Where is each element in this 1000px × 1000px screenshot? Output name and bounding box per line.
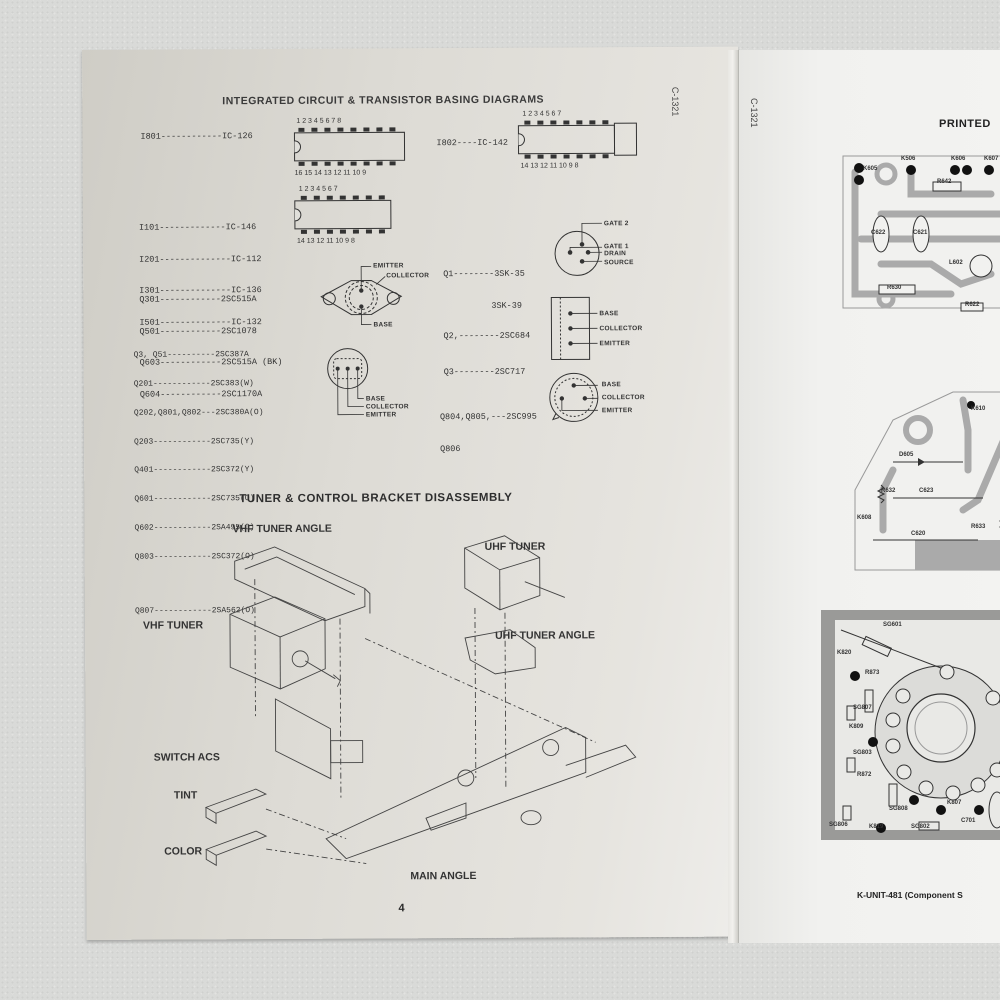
flat-transistor-diagram xyxy=(550,296,598,361)
to18-pin-base: BASE xyxy=(601,381,622,389)
to92-pin-base: BASE xyxy=(365,395,386,403)
page-fold xyxy=(728,50,740,943)
flat-pin-collector: COLLECTOR xyxy=(599,325,643,333)
to3-pin-base: BASE xyxy=(373,321,393,329)
pcb-label-sg808: SG808 xyxy=(889,806,908,812)
pcb-label-c701: C701 xyxy=(961,818,976,824)
pcb-top-diagram xyxy=(842,155,1000,312)
to18-pin-emitter: EMITTER xyxy=(601,407,633,415)
fet-pin-source: SOURCE xyxy=(604,259,634,267)
fet-mapping-q1: Q1--------3SK-35 xyxy=(443,268,525,280)
flat-pin-base: BASE xyxy=(599,310,619,318)
label-switch-acs: SWITCH ACS xyxy=(153,751,220,764)
pcb-label-c622: C622 xyxy=(871,230,886,236)
pcb-socket-diagram xyxy=(821,610,1000,840)
pcb-label-k820: K820 xyxy=(837,650,852,656)
page-number: 4 xyxy=(398,902,405,915)
pcb-label-k819: K819 xyxy=(869,824,884,830)
to92-pin-collector: COLLECTOR xyxy=(365,403,409,411)
svg-text:1 2 3 4 5 6 7: 1 2 3 4 5 6 7 xyxy=(522,110,561,117)
mapping-q401: Q401------------2SC372(Y) xyxy=(134,465,255,476)
pcb-label-sg806: SG806 xyxy=(829,822,848,828)
fet-pin-drain: DRAIN xyxy=(604,250,627,258)
pcb-label-k605: K605 xyxy=(863,166,878,172)
pcb-label-c623: C623 xyxy=(919,488,934,494)
mapping-q301: Q301------------2SC515A xyxy=(139,294,257,305)
pcb-label-r632: R632 xyxy=(881,488,896,494)
pcb-label-c621: C621 xyxy=(913,230,928,236)
pcb-label-k807: K807 xyxy=(947,800,962,806)
manual-page-left: INTEGRATED CIRCUIT & TRANSISTOR BASING D… xyxy=(82,46,743,940)
label-uhf-tuner-angle: UHF TUNER ANGLE xyxy=(495,629,596,642)
mapping-q202: Q202,Q801,Q802---2SC380A(O) xyxy=(133,407,264,418)
mapping-q2: Q2,--------2SC684 xyxy=(443,330,531,342)
label-uhf-tuner: UHF TUNER xyxy=(484,540,546,553)
svg-text:14 13 12 11 10 9 8: 14 13 12 11 10 9 8 xyxy=(521,162,579,169)
to18-transistor-diagram xyxy=(549,372,599,422)
pcb-label-k608: K608 xyxy=(857,515,872,521)
ic-14pin-diagram: 1 2 3 4 5 6 7 14 13 12 11 10 9 8 xyxy=(294,186,392,245)
pcb-label-k610: K610 xyxy=(971,406,986,412)
pcb-label-r630: R630 xyxy=(887,285,902,291)
pcb-label-k607: K607 xyxy=(984,156,999,162)
pcb-label-c620: C620 xyxy=(911,531,926,537)
pcb-label-r633: R633 xyxy=(971,524,986,530)
label-vhf-tuner-angle: VHF TUNER ANGLE xyxy=(232,522,332,536)
to3-transistor-diagram xyxy=(320,266,403,325)
pcb-label-k506: K506 xyxy=(901,156,916,162)
pcb-mid-diagram xyxy=(854,391,1000,571)
to92-transistor-diagram xyxy=(327,348,369,416)
disassembly-title: TUNER & CONTROL BRACKET DISASSEMBLY xyxy=(239,491,513,506)
pcb-label-sg802: SG802 xyxy=(911,824,930,830)
pcb-label-k809: K809 xyxy=(849,724,864,730)
ic-14pin-tab-diagram: 1 2 3 4 5 6 7 14 13 12 11 10 9 8 xyxy=(517,110,638,170)
label-main-angle: MAIN ANGLE xyxy=(410,869,477,883)
ic-mapping-i101: I101-------------IC-146 xyxy=(138,222,257,233)
label-tint: TINT xyxy=(173,789,198,802)
pcb-label-r642: R642 xyxy=(937,179,952,185)
pcb-label-l602: L602 xyxy=(949,260,963,266)
printed-board-title: PRINTED xyxy=(939,118,991,130)
mapping-q806: Q806 xyxy=(440,443,461,454)
label-color: COLOR xyxy=(164,845,203,858)
mapping-q201: Q201------------2SC383(W) xyxy=(133,379,254,389)
fet-pin-gate2: GATE 2 xyxy=(603,220,629,228)
flat-transistor-mappings: Q2,--------2SC684 Q3--------2SC717 xyxy=(443,310,530,398)
pcb-label-r872: R872 xyxy=(857,772,872,778)
can-transistor-mappings: Q804,Q805,---2SC995 Q806 xyxy=(440,391,537,476)
to3-pin-emitter: EMITTER xyxy=(373,262,404,270)
svg-text:1 2 3 4 5 6 7 8: 1 2 3 4 5 6 7 8 xyxy=(296,118,341,125)
exploded-assembly-drawing xyxy=(204,535,637,867)
svg-text:1 2 3 4 5 6 7: 1 2 3 4 5 6 7 xyxy=(299,186,338,193)
mapping-q3: Q3--------2SC717 xyxy=(443,366,526,377)
pcb-label-r622: R622 xyxy=(965,302,980,308)
ic-mapping-i802: I802----IC-142 xyxy=(436,137,508,149)
to92-pin-emitter: EMITTER xyxy=(365,411,397,419)
mapping-q3-q51: Q3, Q51----------2SC387A xyxy=(133,350,249,360)
ic-mapping-i201: I201--------------IC-112 xyxy=(139,253,262,265)
board-caption: K-UNIT-481 (Component S xyxy=(857,890,963,900)
basing-diagrams-title: INTEGRATED CIRCUIT & TRANSISTOR BASING D… xyxy=(222,93,545,108)
flat-pin-emitter: EMITTER xyxy=(599,340,631,348)
doc-code: C-1321 xyxy=(670,86,681,117)
ic-16pin-diagram: 1 2 3 4 5 6 7 8 16 15 14 13 12 11 10 9 xyxy=(293,118,406,177)
svg-text:14 13 12 11 10 9 8: 14 13 12 11 10 9 8 xyxy=(297,238,355,245)
fet-diagram xyxy=(554,222,603,276)
label-vhf-tuner: VHF TUNER xyxy=(142,619,204,632)
pcb-label-sg803: SG803 xyxy=(853,750,872,756)
mapping-q804: Q804,Q805,---2SC995 xyxy=(439,411,537,423)
ic-mapping-i801: I801------------IC-126 xyxy=(140,131,253,142)
mapping-q203: Q203------------2SC735(Y) xyxy=(134,436,255,447)
pcb-label-r873: R873 xyxy=(865,670,880,676)
pcb-label-d605: D605 xyxy=(899,452,914,458)
pcb-label-k606: K606 xyxy=(951,156,966,162)
to3-pin-collector: COLLECTOR xyxy=(386,272,430,280)
svg-text:16 15 14 13 12 11 10 9: 16 15 14 13 12 11 10 9 xyxy=(295,170,367,177)
to18-pin-collector: COLLECTOR xyxy=(601,394,645,402)
pcb-label-sg807: SG807 xyxy=(853,705,872,711)
pcb-label-sg601: SG601 xyxy=(883,622,902,628)
manual-page-right: C-1321 PRINTED K605 K506 K606 K607 R642 … xyxy=(738,50,1000,943)
doc-code-right: C-1321 xyxy=(749,98,759,128)
